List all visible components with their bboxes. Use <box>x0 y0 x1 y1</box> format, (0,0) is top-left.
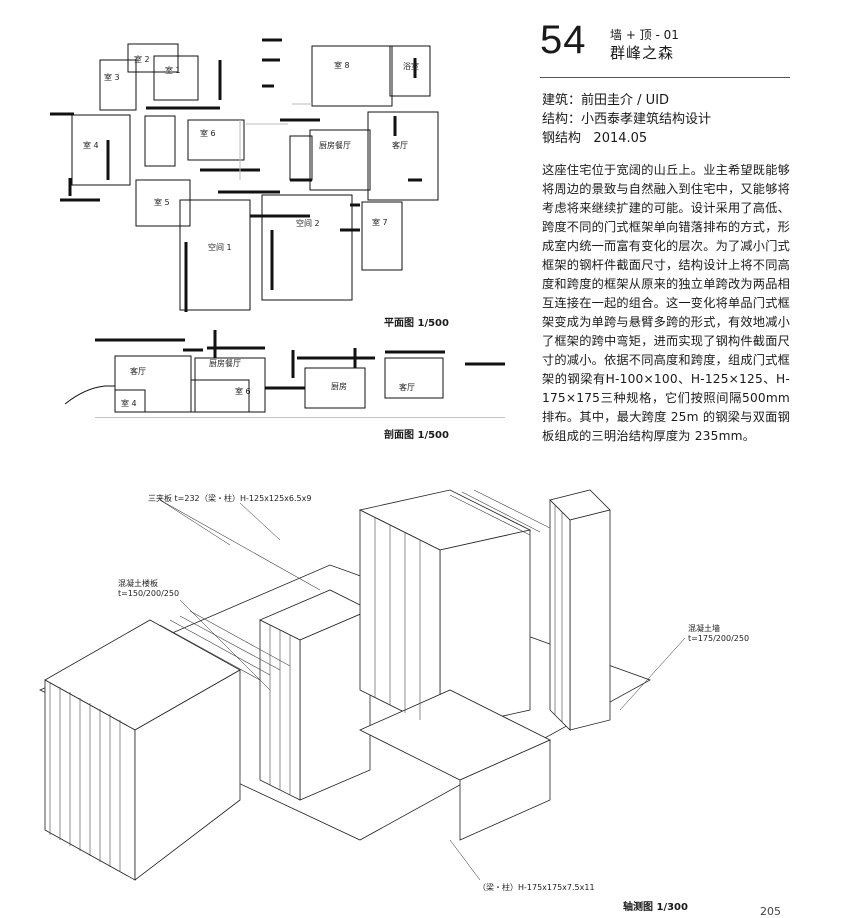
header-rule <box>540 77 790 78</box>
annotation-slab-title: 混凝土楼板 <box>118 579 158 588</box>
section-room-label: 厨房 <box>331 381 347 391</box>
credits: 建筑：前田圭介 / UID 结构：小西泰孝建筑结构设计 钢结构 2014.05 <box>542 91 711 148</box>
credit-architect: 建筑：前田圭介 / UID <box>542 93 670 108</box>
page-number: 205 <box>760 905 781 918</box>
section-caption: 剖面图 1/500 <box>384 430 449 441</box>
annotation-wall-thickness: t=175/200/250 <box>688 634 750 643</box>
plan-caption: 平面图 1/500 <box>384 318 449 329</box>
section-drawing: 客厅 室 4 厨房餐厅 室 6 厨房 客厅 <box>65 330 505 418</box>
annotation-beam-column-1: （梁・柱）H-125x125x6.5x9 <box>200 494 312 503</box>
plan-room-label: 室 7 <box>372 217 388 227</box>
plan-room-label: 客厅 <box>392 140 408 150</box>
category-label: 墙 + 顶 - 01 <box>610 28 679 42</box>
plan-room-label: 室 6 <box>200 128 216 138</box>
annotation-slab-thickness: t=150/200/250 <box>118 589 180 598</box>
plan-room-label: 空间 1 <box>208 242 232 252</box>
plan-room-label: 室 8 <box>334 60 350 70</box>
plan-room-label: 室 2 <box>134 54 150 64</box>
section-room-label: 室 4 <box>121 398 137 408</box>
credit-value: 小西泰孝建筑结构设计 <box>581 112 712 127</box>
annotation-sandwich: 三夹板 t=232 <box>148 494 200 503</box>
plan-room-label: 厨房餐厅 <box>319 140 351 150</box>
plan-room-label: 空间 2 <box>296 218 320 228</box>
plan-room-label: 室 4 <box>83 140 99 150</box>
credit-value: 2014.05 <box>593 131 648 146</box>
axo-caption: 轴测图 1/300 <box>623 902 688 913</box>
plan-room-label: 室 3 <box>104 72 120 82</box>
section-room-label: 客厅 <box>399 382 415 392</box>
plan-room-label: 室 5 <box>154 197 170 207</box>
credit-structure: 结构：小西泰孝建筑结构设计 <box>542 112 712 127</box>
axonometric-drawing <box>39 489 686 881</box>
floor-plan-drawing: 室 2 室 1 室 3 室 4 室 6 室 5 空间 1 室 8 浴室 厨房餐厅… <box>50 38 439 312</box>
credit-key: 结构 <box>542 112 569 127</box>
annotation-wall: 混凝土墙 t=175/200/250 <box>688 624 749 644</box>
plan-room-label: 浴室 <box>403 61 419 71</box>
article-title: 群峰之森 <box>610 44 675 62</box>
plan-room-label: 室 1 <box>165 65 181 75</box>
credit-key: 钢结构 <box>542 131 582 146</box>
credit-steel: 钢结构 2014.05 <box>542 129 711 148</box>
article-number: 54 <box>540 18 587 62</box>
section-room-label: 室 6 <box>235 386 251 396</box>
section-room-label: 厨房餐厅 <box>209 358 241 368</box>
credit-value: 前田圭介 / UID <box>581 93 670 108</box>
section-room-label: 客厅 <box>130 366 146 376</box>
annotation-wall-title: 混凝土墙 <box>688 624 720 633</box>
credit-key: 建筑 <box>542 93 569 108</box>
annotation-beam-column-2: （梁・柱）H-175x175x7.5x11 <box>478 883 595 892</box>
description-paragraph: 这座住宅位于宽阔的山丘上。业主希望既能够将周边的景致与自然融入到住宅中，又能够将… <box>542 163 790 443</box>
annotation-slab: 混凝土楼板 t=150/200/250 <box>118 579 179 599</box>
